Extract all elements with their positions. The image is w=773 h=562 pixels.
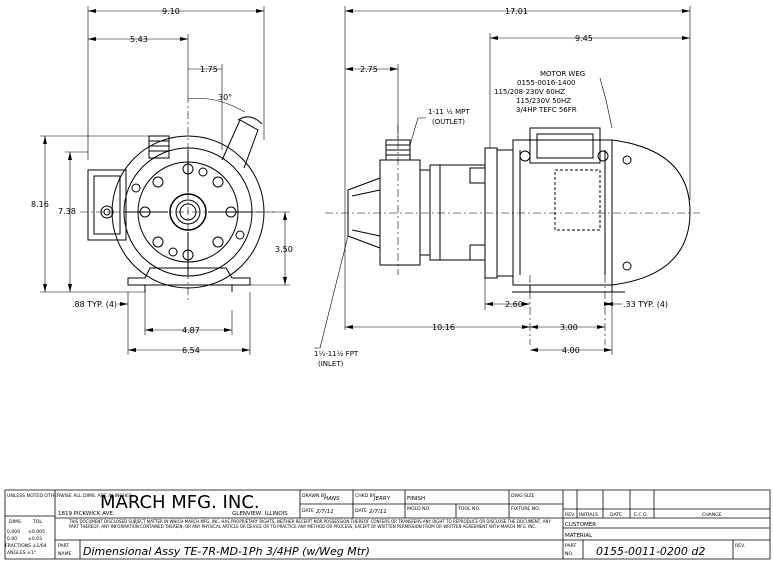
dim-overall-width-front: 9.10	[162, 7, 180, 16]
dim-overall-height: 8.16	[31, 200, 49, 209]
dim-shaft-height: 3.50	[275, 245, 293, 254]
title-block	[5, 490, 770, 559]
motor-base	[530, 285, 612, 292]
motor-note-part: 0155-0016-1400	[517, 79, 576, 87]
tb-disclaimer: THIS DOCUMENT DISCLOSED SUBJECT MATTER I…	[69, 519, 551, 529]
dim-side-mount-hole: .33 TYP. (4)	[623, 300, 668, 309]
dim-front-base-width: 6.54	[182, 346, 200, 355]
tb-tol-row2-dim: 0.00	[7, 536, 17, 542]
tb-drawn-by: HANS	[324, 496, 340, 502]
tb-date-chkd-label: DATE	[355, 508, 367, 514]
tb-eco-label: E.C.O.	[634, 512, 648, 518]
tb-mold-no-label: MOLD NO.	[407, 506, 430, 512]
dim-housing-height: 7.38	[58, 207, 76, 216]
motor-fan-cover	[612, 140, 690, 285]
front-view	[88, 117, 264, 292]
tb-dims-label: DIMS.	[9, 519, 22, 525]
tb-date-drawn: 2/7/11	[316, 509, 334, 515]
outlet-note-size: 1-11 ½ MPT	[428, 108, 470, 116]
motor-note-voltage-60hz: 115/208-230V 60HZ	[494, 88, 565, 96]
tb-dwg-size-label: DWG SIZE	[511, 493, 535, 499]
tb-part-no-label-1: PART	[565, 543, 576, 549]
tb-tol-label: TOL.	[32, 519, 43, 525]
dim-inlet-to-foot: 10.16	[432, 323, 455, 332]
motor-body	[513, 140, 612, 285]
tb-tool-no-label: TOOL NO.	[457, 506, 480, 512]
dim-front-foot-spacing: 4.87	[182, 326, 200, 335]
pump-head	[380, 160, 420, 265]
dim-motor-foot-spacing: 3.00	[560, 323, 578, 332]
tb-date-label: DATE	[610, 512, 622, 518]
inlet-note-size: 1½-11½ FPT	[314, 350, 359, 358]
dim-outlet-angle: 30°	[218, 93, 232, 102]
dim-overall-length: 17.01	[505, 7, 528, 16]
motor-note-brand: MOTOR WEG	[540, 70, 585, 78]
tb-fixture-no-label: FIXTURE NO.	[511, 506, 540, 512]
tb-part-number: 0155-0011-0200 d2	[596, 545, 705, 558]
tb-chkd-by: JERRY	[373, 496, 391, 502]
dim-outlet-offset: 1.75	[200, 65, 218, 74]
tb-finish-label: FINISH	[407, 496, 425, 502]
tb-angles: ANGLES ±1°	[7, 550, 36, 556]
dim-motor-length: 9.45	[575, 34, 593, 43]
dim-motor-base-width: 4.00	[562, 346, 580, 355]
tb-tol-row2-tol: ±0.03	[28, 536, 42, 542]
tb-date-drawn-label: DATE	[302, 508, 314, 514]
tb-part-no-label-2: NO.	[565, 551, 573, 557]
tb-initials-label: INITIALS	[579, 512, 598, 518]
tb-address: 1819 PICKWICK AVE.	[58, 511, 115, 517]
tb-chkd-by-label: CHKD BY	[355, 493, 376, 499]
tb-date-chkd: 2/7/11	[369, 509, 387, 515]
tb-part-label: PART	[58, 543, 69, 549]
dim-center-offset: 5.43	[130, 35, 148, 44]
tb-rev-label: REV.	[565, 512, 575, 518]
tb-tol-row1-dim: 0.000	[7, 529, 20, 535]
inlet-note-label: (INLET)	[318, 360, 344, 368]
conduit-box	[530, 128, 600, 163]
motor-note-voltage-50hz: 115/230V 50HZ	[516, 97, 571, 105]
junction-box	[88, 170, 126, 240]
motor-note-spec: 3/4HP TEFC 56FR	[516, 106, 577, 114]
outlet-note-label: (OUTLET)	[432, 118, 465, 126]
pump-base	[128, 268, 250, 285]
tb-change-label: CHANGE	[702, 512, 722, 518]
dim-front-mount-hole: .88 TYP. (4)	[72, 300, 117, 309]
tb-customer-label: CUSTOMER	[565, 522, 596, 528]
side-view	[348, 128, 690, 292]
tb-rev-label-bottom: REV.	[735, 543, 745, 549]
tb-material-label: MATERIAL	[565, 533, 593, 539]
dim-flange-to-foot: 2.60	[505, 300, 523, 309]
tb-name-label: NAME	[58, 551, 72, 557]
tb-company-name: MARCH MFG. INC.	[100, 492, 260, 513]
tb-unless-noted: UNLESS NOTED OTHERWISE ALL DIMS. ARE IN …	[7, 493, 133, 499]
tb-drawn-by-label: DRAWN BY	[302, 493, 327, 499]
tb-fractions: FRACTIONS ±1/64	[5, 543, 47, 549]
outlet-fitting	[386, 140, 410, 160]
tb-tol-row1-tol: ±0.005	[28, 529, 45, 535]
tb-part-name: Dimensional Assy TE-7R-MD-1Ph 3/4HP (w/W…	[83, 545, 370, 558]
dim-outlet-position: 2.75	[360, 65, 378, 74]
tb-disclaimer-box: THIS DOCUMENT DISCLOSED SUBJECT MATTER I…	[69, 519, 551, 529]
tb-city: GLENVIEW, ILLINOIS	[232, 511, 288, 517]
